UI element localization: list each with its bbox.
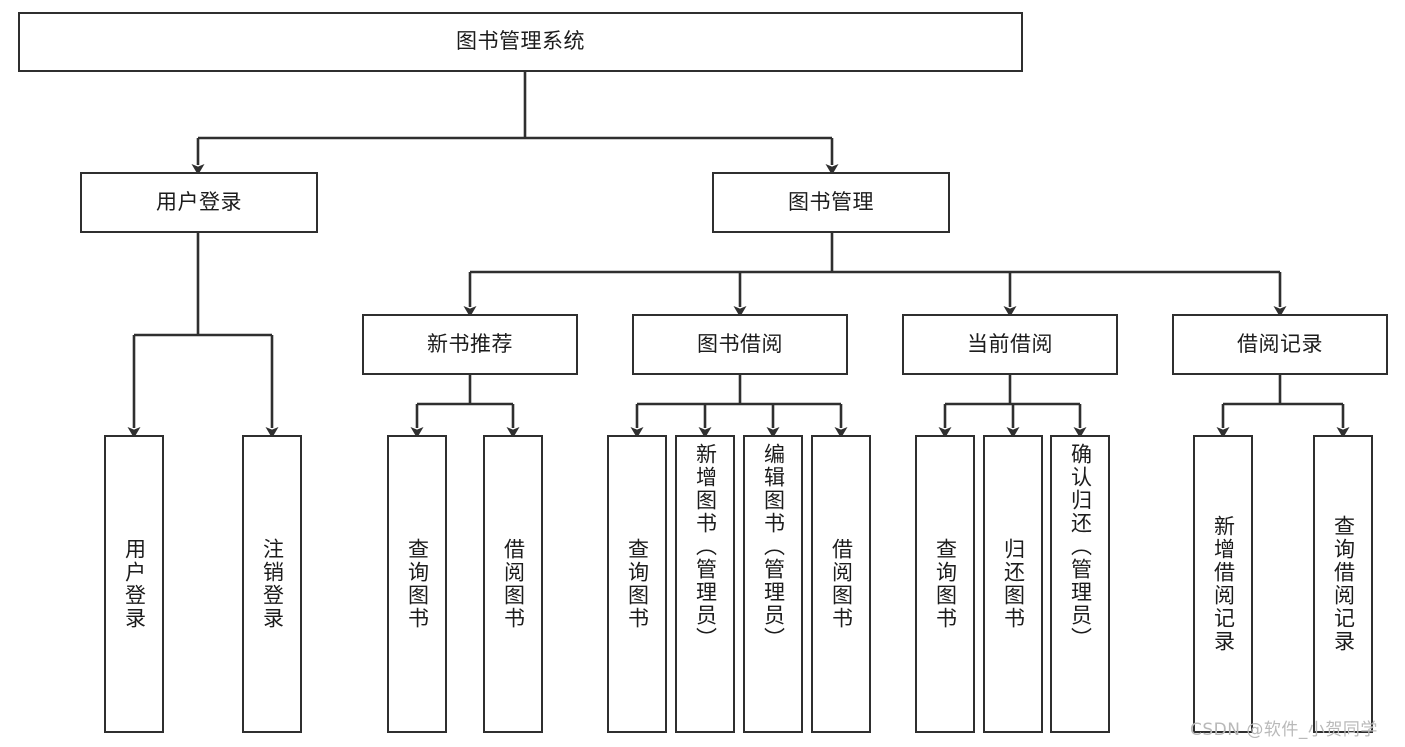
node-leaf-borrow-book-2[interactable]: 借阅图书 [811,435,871,733]
node-leaf-query-book-1[interactable]: 查询图书 [387,435,447,733]
node-leaf-user-login-label: 用户登录 [122,538,147,630]
node-new-book-rec-label: 新书推荐 [427,331,513,356]
node-leaf-borrow-book-2-label: 借阅图书 [829,538,854,630]
node-leaf-borrow-book-1[interactable]: 借阅图书 [483,435,543,733]
node-leaf-query-book-3-label: 查询图书 [933,538,958,630]
node-leaf-query-book-2-label: 查询图书 [625,538,650,630]
node-book-borrow-label: 图书借阅 [697,331,783,356]
node-leaf-edit-book-label: 编辑图书（管理员） [761,443,786,650]
node-leaf-add-book[interactable]: 新增图书（管理员） [675,435,735,733]
node-leaf-query-book-2[interactable]: 查询图书 [607,435,667,733]
node-root[interactable]: 图书管理系统 [18,12,1023,72]
node-leaf-logout-label: 注销登录 [260,538,285,630]
node-leaf-query-record-label: 查询借阅记录 [1331,515,1356,653]
node-leaf-query-record[interactable]: 查询借阅记录 [1313,435,1373,733]
node-leaf-query-book-1-label: 查询图书 [405,538,430,630]
node-user-login[interactable]: 用户登录 [80,172,318,233]
node-leaf-add-record-label: 新增借阅记录 [1211,515,1236,653]
node-current-borrow-label: 当前借阅 [967,331,1053,356]
node-borrow-record[interactable]: 借阅记录 [1172,314,1388,375]
node-book-manage[interactable]: 图书管理 [712,172,950,233]
node-leaf-return-book-label: 归还图书 [1001,538,1026,630]
node-leaf-edit-book[interactable]: 编辑图书（管理员） [743,435,803,733]
node-leaf-logout[interactable]: 注销登录 [242,435,302,733]
node-user-login-label: 用户登录 [156,189,242,214]
node-book-borrow[interactable]: 图书借阅 [632,314,848,375]
node-leaf-confirm-return-label: 确认归还（管理员） [1068,443,1093,650]
node-leaf-add-record[interactable]: 新增借阅记录 [1193,435,1253,733]
node-leaf-confirm-return[interactable]: 确认归还（管理员） [1050,435,1110,733]
node-current-borrow[interactable]: 当前借阅 [902,314,1118,375]
node-book-manage-label: 图书管理 [788,189,874,214]
node-leaf-borrow-book-1-label: 借阅图书 [501,538,526,630]
node-leaf-query-book-3[interactable]: 查询图书 [915,435,975,733]
node-leaf-add-book-label: 新增图书（管理员） [693,443,718,650]
node-leaf-return-book[interactable]: 归还图书 [983,435,1043,733]
node-root-label: 图书管理系统 [456,29,585,54]
node-borrow-record-label: 借阅记录 [1237,331,1323,356]
node-new-book-rec[interactable]: 新书推荐 [362,314,578,375]
node-leaf-user-login[interactable]: 用户登录 [104,435,164,733]
